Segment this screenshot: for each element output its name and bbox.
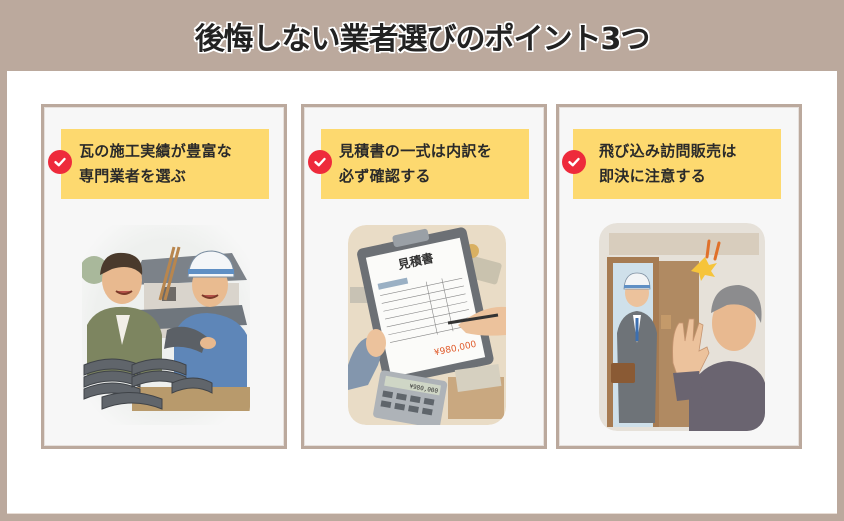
page-title: 後悔しない業者選びのポイント3つ <box>194 21 651 57</box>
check-circle-icon <box>308 150 332 174</box>
point-label-3: 飛び込み訪問販売は 即決に注意する <box>573 129 781 199</box>
point-card-2: 見積書の一式は内訳を 必ず確認する 見積書 ¥980,000 <box>301 104 547 449</box>
svg-text:¥980,000: ¥980,000 <box>409 383 439 395</box>
header: 後悔しない業者選びのポイント3つ <box>0 0 844 71</box>
point-label-2: 見積書の一式は内訳を 必ず確認する <box>321 129 529 199</box>
salesman-illustration-icon <box>599 223 765 431</box>
point-text-3: 飛び込み訪問販売は 即決に注意する <box>599 142 737 185</box>
point-card-3: 飛び込み訪問販売は 即決に注意する <box>556 104 802 449</box>
point-card-1: 瓦の施工実績が豊富な 専門業者を選ぶ <box>41 104 287 449</box>
point-label-1: 瓦の施工実績が豊富な 専門業者を選ぶ <box>61 129 269 199</box>
point-text-1: 瓦の施工実績が豊富な 専門業者を選ぶ <box>79 142 233 185</box>
point-text-2: 見積書の一式は内訳を 必ず確認する <box>339 142 493 185</box>
estimate-illustration-icon: 見積書 ¥980,000 ¥980,000 <box>348 225 506 425</box>
check-circle-icon <box>48 150 72 174</box>
check-circle-icon <box>562 150 586 174</box>
roofer-illustration-icon <box>82 225 250 425</box>
